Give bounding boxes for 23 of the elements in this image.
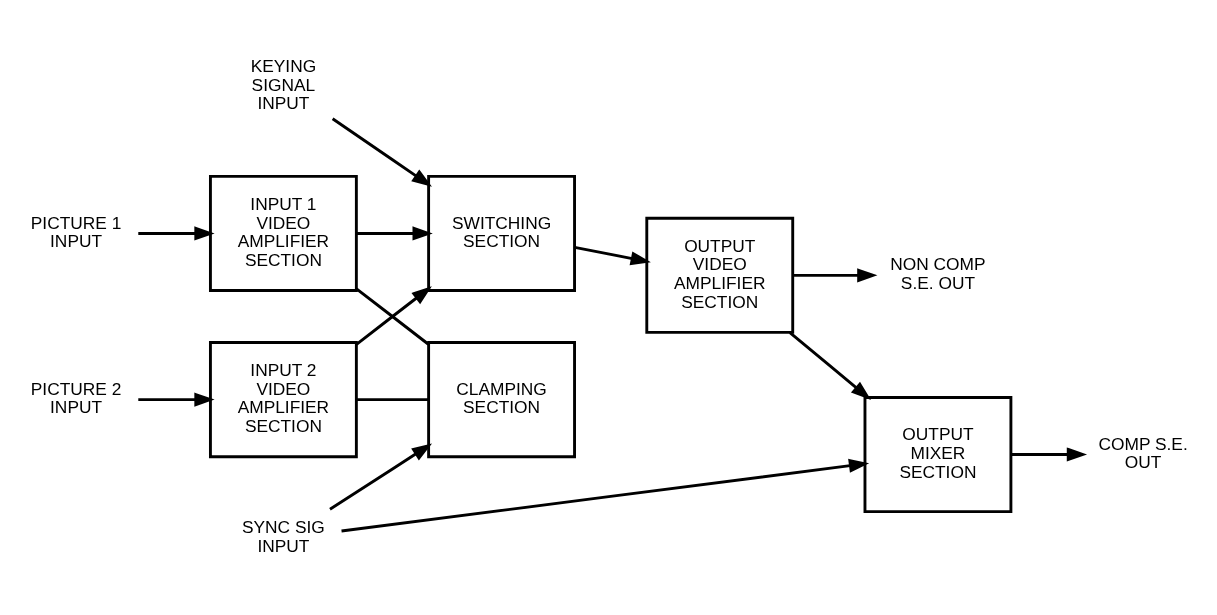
node-box: CLAMPING SECTION: [427, 341, 576, 459]
node-text: PICTURE 1 INPUT: [30, 212, 122, 252]
node-box: OUTPUT MIXER SECTION: [863, 396, 1013, 514]
arrow: [1011, 447, 1088, 462]
node-box: SWITCHING SECTION: [427, 174, 576, 292]
arrow: [138, 392, 215, 407]
node-text: COMP S.E. OUT: [1098, 433, 1188, 473]
node-text: KEYING SIGNAL INPUT: [250, 55, 317, 114]
node-box: INPUT 2 VIDEO AMPLIFIER SECTION: [209, 341, 358, 459]
node-text: SYNC SIG INPUT: [241, 517, 325, 557]
node-text: PICTURE 2 INPUT: [30, 378, 122, 418]
node-box: INPUT 1 VIDEO AMPLIFIER SECTION: [209, 174, 358, 292]
arrow: [331, 117, 432, 187]
node-text: NON COMP S.E. OUT: [890, 254, 986, 294]
arrow: [356, 226, 433, 241]
arrow: [574, 246, 651, 266]
arrow: [138, 226, 215, 241]
arrow: [792, 268, 878, 283]
arrow: [329, 443, 433, 511]
arrow: [341, 458, 870, 533]
node-box: OUTPUT VIDEO AMPLIFIER SECTION: [645, 216, 795, 334]
connector: [356, 398, 429, 402]
arrow: [789, 331, 872, 401]
